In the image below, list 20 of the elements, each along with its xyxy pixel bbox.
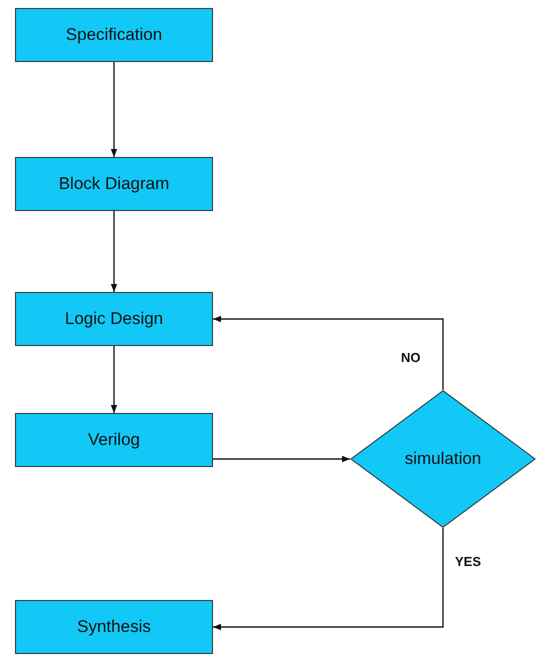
process-box [15, 8, 213, 62]
node-label: Synthesis [77, 617, 151, 637]
node-label: Verilog [88, 430, 140, 450]
decision-diamond [350, 390, 536, 528]
process-box [15, 292, 213, 346]
process-box [15, 157, 213, 211]
arrow [213, 528, 444, 630]
arrow [213, 456, 350, 462]
edge-label: NO [399, 350, 422, 365]
edge-label: YES [453, 554, 484, 569]
arrow [110, 211, 118, 292]
node-label: Block Diagram [58, 174, 170, 194]
arrow [213, 316, 444, 390]
node-label: Logic Design [64, 309, 164, 329]
arrow [110, 346, 118, 413]
process-box [15, 600, 213, 654]
arrow [110, 62, 118, 157]
node-label: simulation [404, 449, 482, 469]
node-label: Specification [66, 25, 162, 45]
process-box [15, 413, 213, 467]
